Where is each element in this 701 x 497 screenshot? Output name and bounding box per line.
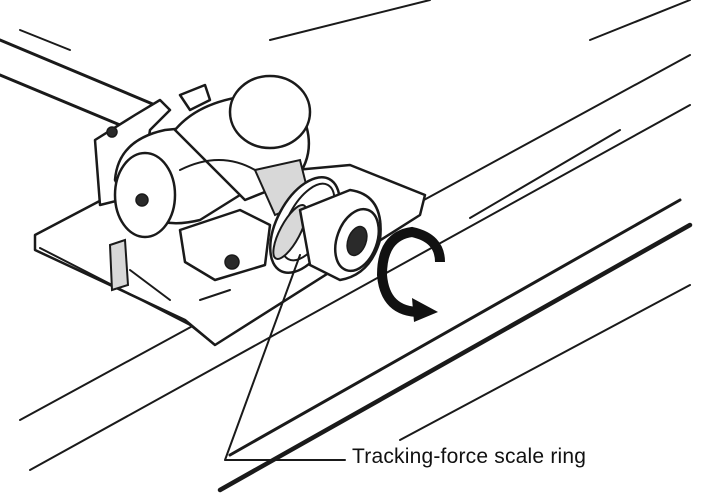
callout-leader-line bbox=[224, 254, 346, 461]
tonearm-tube bbox=[0, 29, 157, 127]
callout-label: Tracking-force scale ring bbox=[352, 445, 587, 468]
rotation-arrow-icon bbox=[376, 226, 445, 322]
front-cylinder bbox=[298, 188, 382, 282]
base-surface-lines bbox=[19, 0, 693, 493]
